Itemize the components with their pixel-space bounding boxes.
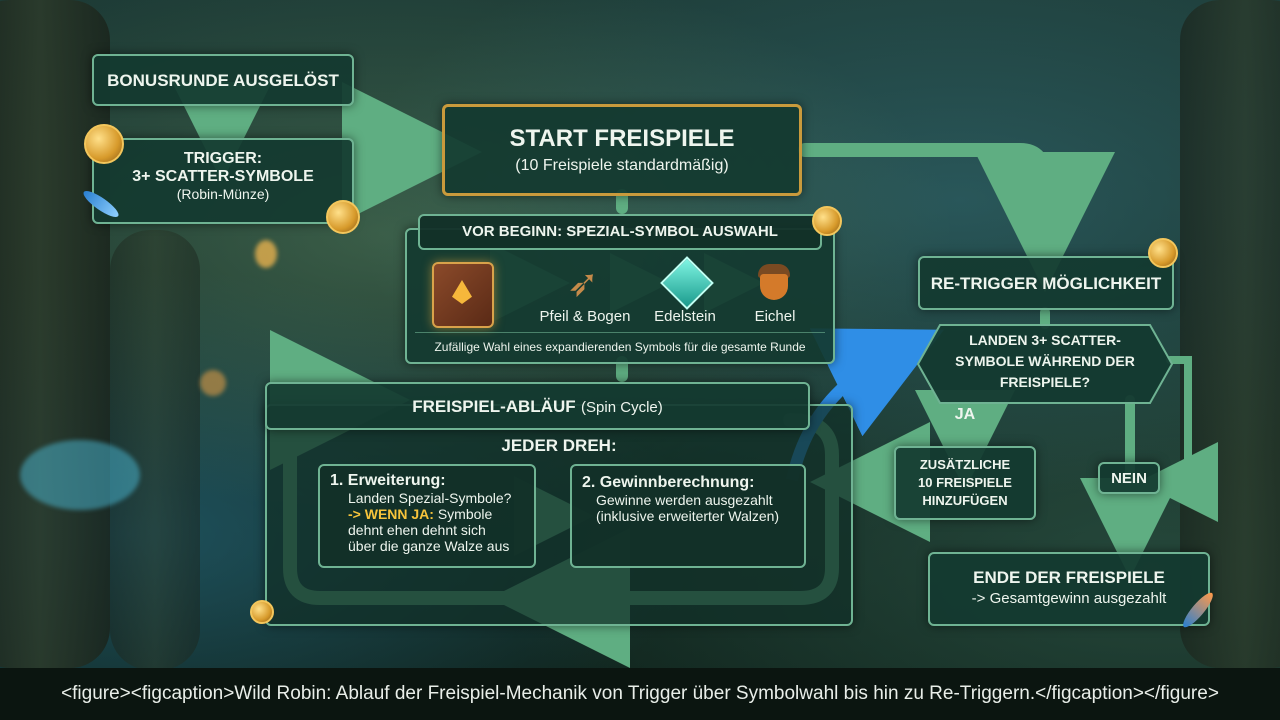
step2-box: 2. Gewinnberechnung: Gewinne werden ausg… (570, 464, 806, 568)
end-box: ENDE DER FREISPIELE -> Gesamtgewinn ausg… (928, 552, 1210, 626)
special-note: Zufällige Wahl eines expandierenden Symb… (434, 340, 806, 354)
step1-line2: -> WENN JA: Symbole (330, 506, 524, 522)
start-box: START FREISPIELE (10 Freispiele standard… (442, 104, 802, 196)
special-title-box: VOR BEGINN: SPEZIAL-SYMBOL AUSWAHL (418, 214, 822, 250)
acorn-icon (756, 262, 792, 302)
bow-arrow-icon: ➶ (567, 261, 599, 305)
no-label: NEIN (1111, 470, 1147, 487)
robin-coin-icon (84, 124, 124, 164)
cycle-box: FREISPIEL-ABLÄUF (Spin Cycle) (265, 382, 810, 430)
step1-line4: über die ganze Walze aus (348, 538, 510, 554)
retrigger-box: RE-TRIGGER MÖGLICHKEIT (918, 256, 1174, 310)
tree-trunk-left (0, 0, 110, 668)
cycle-each: JEDER DREH: (501, 436, 617, 455)
question-hexagon (916, 324, 1174, 404)
special-divider (415, 332, 825, 333)
add-box: ZUSÄTZLICHE 10 FREISPIELE HINZUFÜGEN (894, 446, 1036, 520)
end-title: ENDE DER FREISPIELE (973, 568, 1165, 587)
coin-icon (812, 206, 842, 236)
retrigger-label: RE-TRIGGER MÖGLICHKEIT (930, 274, 1162, 293)
step2-line2: (inklusive erweiterter Walzen) (596, 508, 780, 524)
firefly-glow (200, 370, 226, 396)
step2-title: 2. Gewinnberechnung: (582, 474, 755, 491)
trigger-sub: (Robin-Münze) (176, 186, 270, 202)
mushroom-glow (20, 440, 140, 510)
figure-caption: <figure><figcaption>Wild Robin: Ablauf d… (0, 668, 1280, 720)
yes-label: JA (954, 406, 976, 423)
start-title: START FREISPIELE (509, 125, 735, 152)
add-line-3: HINZUFÜGEN (922, 493, 1008, 508)
step2-line1: Gewinne werden ausgezahlt (596, 492, 773, 508)
diagram-canvas: BONUSRUNDE AUSGELÖST TRIGGER: 3+ SCATTER… (0, 0, 1280, 668)
special-item-1: Pfeil & Bogen (539, 308, 631, 325)
add-line-2: 10 FREISPIELE (918, 475, 1012, 490)
step1-yes-prefix: -> WENN JA: (348, 506, 434, 522)
step1-box: 1. Erweiterung: Landen Spezial-Symbole? … (318, 464, 536, 568)
start-sub: (10 Freispiele standardmäßig) (515, 157, 729, 174)
question-line-3: FREISPIELE? (999, 374, 1091, 390)
coin-icon (1148, 238, 1178, 268)
step1-line1: Landen Spezial-Symbole? (348, 490, 512, 506)
step1-title: 1. Erweiterung: (330, 472, 446, 489)
cycle-title-sub: (Spin Cycle) (581, 399, 663, 416)
end-sub: -> Gesamtgewinn ausgezahlt (971, 590, 1167, 607)
no-box: NEIN (1098, 462, 1160, 494)
step1-line3: dehnt ehen dehnt sich (348, 522, 486, 538)
trigger-box: TRIGGER: 3+ SCATTER-SYMBOLE (Robin-Münze… (92, 138, 354, 224)
coin-icon (250, 600, 274, 624)
book-icon (432, 262, 494, 328)
question-line-1: LANDEN 3+ SCATTER- (969, 332, 1121, 348)
tree-trunk-center (110, 230, 200, 668)
arrow-question-no-right (1138, 356, 1218, 522)
add-line-1: ZUSÄTZLICHE (919, 457, 1011, 472)
special-item-2: Edelstein (654, 308, 716, 325)
arrow-start-to-retrigger (798, 143, 1115, 292)
cycle-title-row: FREISPIEL-ABLÄUF (Spin Cycle) (267, 384, 808, 431)
special-item-3: Eichel (754, 308, 796, 325)
robin-coin-icon (326, 200, 360, 234)
question-line-2: SYMBOLE WÄHREND DER (955, 353, 1135, 369)
trigger-title: TRIGGER: (183, 150, 263, 167)
cycle-title: FREISPIEL-ABLÄUF (412, 397, 576, 416)
special-title: VOR BEGINN: SPEZIAL-SYMBOL AUSWAHL (462, 223, 778, 240)
bonus-box: BONUSRUNDE AUSGELÖST (92, 54, 354, 106)
trigger-line2: 3+ SCATTER-SYMBOLE (132, 168, 314, 185)
step1-yes-rest: Symbole (437, 506, 493, 522)
question-text: LANDEN 3+ SCATTER- SYMBOLE WÄHREND DER F… (930, 330, 1160, 393)
lantern-glow (255, 240, 277, 268)
bonus-label: BONUSRUNDE AUSGELÖST (107, 71, 339, 90)
